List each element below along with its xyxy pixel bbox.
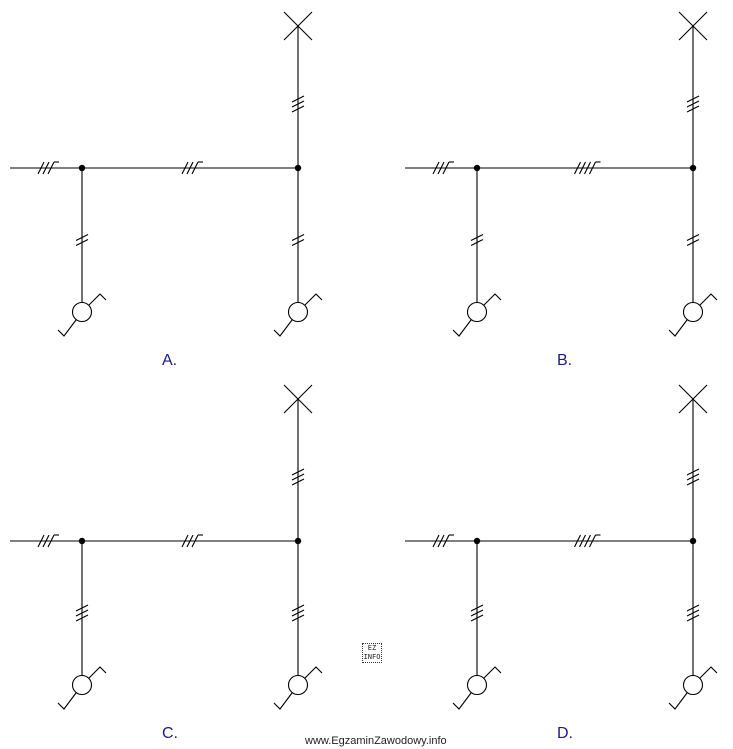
feed-wire-ticks xyxy=(432,161,454,175)
lamp-symbol xyxy=(678,11,708,41)
right-outlet-wire-ticks xyxy=(686,234,700,246)
diagram-b xyxy=(405,11,718,337)
junction-left xyxy=(473,537,481,545)
lamp-symbol xyxy=(283,11,313,41)
lamp-symbol xyxy=(283,384,313,414)
option-label-a: A. xyxy=(162,352,177,369)
diagram-c xyxy=(10,384,323,710)
site-url: www.EgzaminZawodowy.info xyxy=(305,735,447,747)
socket-outlet-right xyxy=(273,666,323,710)
junction-left xyxy=(78,537,86,545)
junction-left xyxy=(473,164,481,172)
left-outlet-wire-ticks xyxy=(470,604,484,622)
junction-left xyxy=(78,164,86,172)
socket-outlet-left xyxy=(452,293,502,337)
junction-right xyxy=(294,164,302,172)
lamp-wire-ticks xyxy=(291,468,305,486)
option-label-d: D. xyxy=(557,725,573,742)
junction-right xyxy=(294,537,302,545)
socket-outlet-right xyxy=(668,666,718,710)
junction-right xyxy=(689,164,697,172)
socket-outlet-right xyxy=(668,293,718,337)
left-outlet-wire-ticks xyxy=(75,234,89,246)
lamp-wire-ticks xyxy=(291,95,305,113)
left-outlet-wire-ticks xyxy=(470,234,484,246)
junction-right xyxy=(689,537,697,545)
lamp-wire-ticks xyxy=(686,468,700,486)
socket-outlet-left xyxy=(57,293,107,337)
diagram-a xyxy=(10,11,323,337)
left-outlet-wire-ticks xyxy=(75,604,89,622)
right-outlet-wire-ticks xyxy=(686,604,700,622)
feed-wire-ticks xyxy=(37,161,59,175)
middle-wire-ticks xyxy=(181,534,203,548)
middle-wire-ticks xyxy=(574,161,601,175)
feed-wire-ticks xyxy=(37,534,59,548)
logo-text: EZ xyxy=(367,644,377,652)
socket-outlet-right xyxy=(273,293,323,337)
diagram-d xyxy=(405,384,718,710)
right-outlet-wire-ticks xyxy=(291,234,305,246)
middle-wire-ticks xyxy=(574,534,601,548)
option-label-b: B. xyxy=(557,352,572,369)
right-outlet-wire-ticks xyxy=(291,604,305,622)
lamp-wire-ticks xyxy=(686,95,700,113)
logo-text: INFO xyxy=(363,653,381,661)
feed-wire-ticks xyxy=(432,534,454,548)
middle-wire-ticks xyxy=(181,161,203,175)
option-label-c: C. xyxy=(162,725,178,742)
lamp-symbol xyxy=(678,384,708,414)
socket-outlet-left xyxy=(452,666,502,710)
socket-outlet-left xyxy=(57,666,107,710)
